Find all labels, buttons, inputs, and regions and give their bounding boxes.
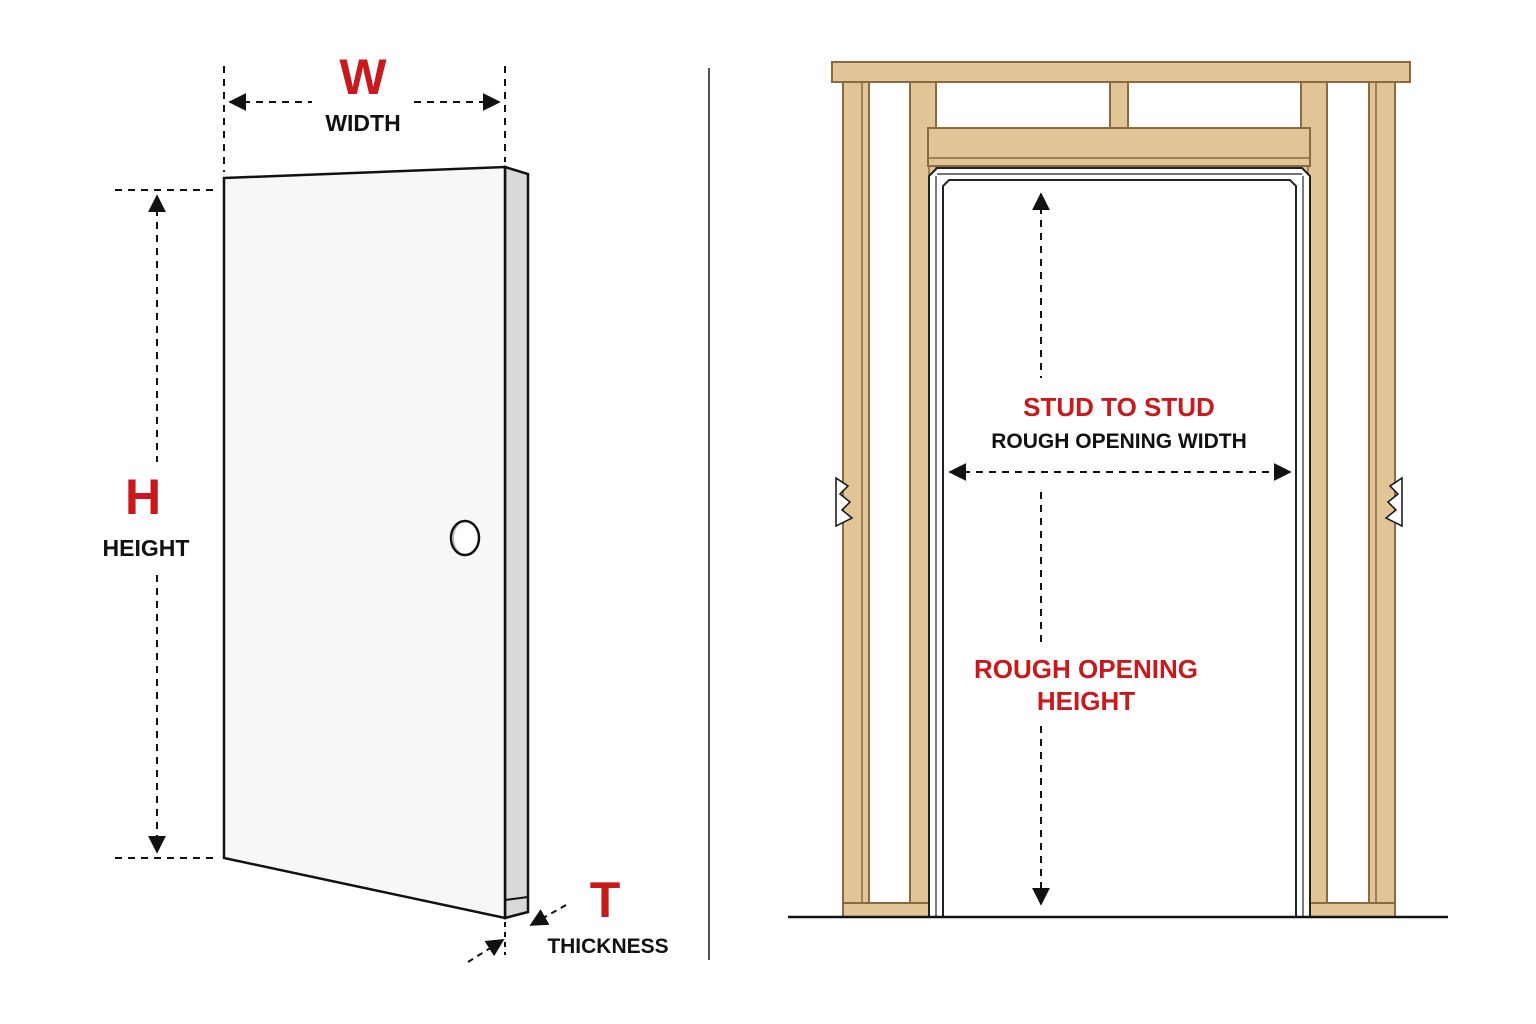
door-jamb [928,167,1311,918]
right-bottom-plate [1300,902,1396,918]
stud-break-marks [835,476,1403,528]
width-letter: W [339,49,387,105]
door-header [927,127,1311,167]
height-label: HEIGHT [103,535,190,561]
door-edge [503,165,530,920]
width-dimension: W WIDTH [223,49,506,172]
rough-opening-height-label-line2: HEIGHT [1037,686,1135,716]
height-dimension: H HEIGHT [103,189,215,859]
door-face [222,165,507,920]
door-panel [222,165,530,920]
cripple-stud [1109,81,1129,129]
thickness-letter: T [590,872,621,928]
height-letter: H [125,469,161,525]
stud-to-stud-label: STUD TO STUD [1023,392,1215,422]
rough-opening-height-label-line1: ROUGH OPENING [974,654,1198,684]
thickness-dimension: T THICKNESS [467,872,669,963]
top-plate [831,61,1411,83]
left-bottom-plate [842,902,937,918]
wall-framing [831,61,1411,918]
door-handle-hole [449,519,481,557]
width-label: WIDTH [325,110,400,136]
rough-opening-width-label: ROUGH OPENING WIDTH [991,430,1247,453]
thickness-label: THICKNESS [547,935,668,958]
